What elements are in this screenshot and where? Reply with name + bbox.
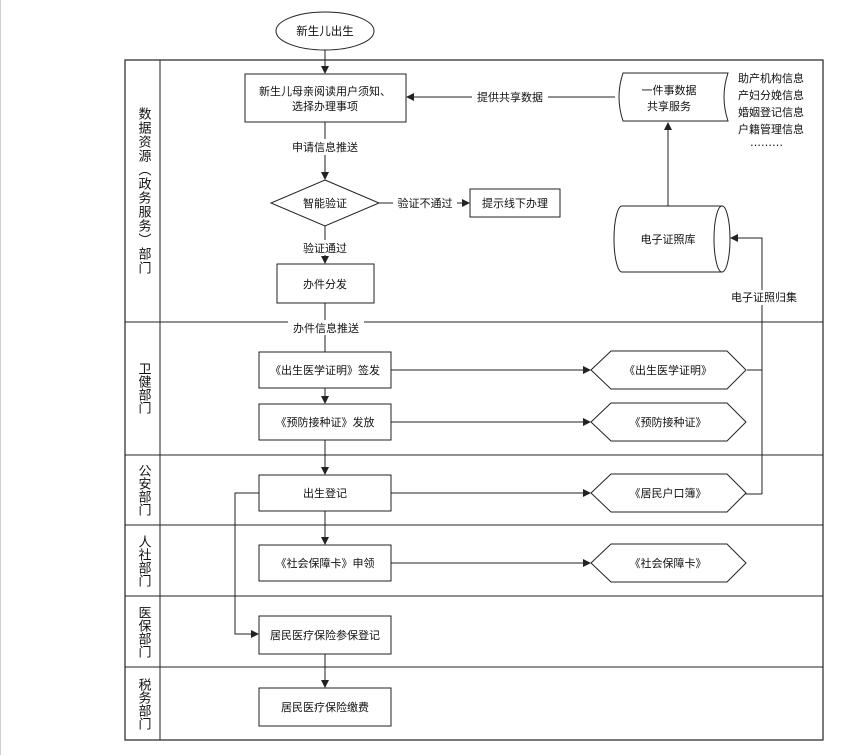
data-source-0: 助产机构信息 bbox=[738, 71, 804, 85]
social-card-output-label: 《社会保障卡》 bbox=[630, 556, 707, 570]
one-thing-share-box: 一件事数据 共享服务 bbox=[618, 72, 729, 122]
vaccine-output-label: 《预防接种证》 bbox=[630, 415, 707, 429]
lane-label-health: 卫健部门 bbox=[136, 362, 152, 414]
read-notice-box: 新生儿母亲阅读用户须知、 选择办理事项 bbox=[244, 73, 407, 123]
med-insurance-register-box: 居民医疗保险参保登记 bbox=[258, 615, 392, 655]
edge-register-medins bbox=[234, 492, 259, 638]
birth-cert-output-label: 《出生医学证明》 bbox=[624, 363, 712, 377]
edge-label-case-push: 办件信息推送 bbox=[293, 321, 359, 335]
birth-cert-issue-label: 《出生医学证明》签发 bbox=[270, 363, 380, 377]
dispatch-box: 办件分发 bbox=[276, 263, 375, 304]
social-card-apply-label: 《社会保障卡》申领 bbox=[276, 556, 375, 570]
data-source-list: 助产机构信息 产妇分娩信息 婚姻登记信息 户籍管理信息 ……… bbox=[738, 71, 804, 149]
offline-label: 提示线下办理 bbox=[482, 196, 548, 210]
birth-cert-issue-box: 《出生医学证明》签发 bbox=[258, 351, 392, 389]
social-card-output: 《社会保障卡》 bbox=[590, 543, 747, 583]
read-notice-line2: 选择办理事项 bbox=[292, 99, 358, 113]
edge-label-fail: 验证不通过 bbox=[398, 196, 453, 210]
edge-label-pass: 验证通过 bbox=[303, 241, 347, 255]
vaccine-output: 《预防接种证》 bbox=[590, 402, 747, 442]
lane-label-hr: 人社部门 bbox=[136, 535, 152, 587]
dispatch-label: 办件分发 bbox=[303, 277, 347, 291]
household-book-output: 《居民户口簿》 bbox=[590, 473, 747, 513]
cert-library-cylinder: 电子证照库 bbox=[613, 205, 731, 273]
med-insurance-register-label: 居民医疗保险参保登记 bbox=[270, 628, 380, 642]
lane-label-data: 数据资源（政务服务）部门 bbox=[136, 107, 152, 275]
page-edge bbox=[0, 0, 1, 755]
swimlane-frame bbox=[124, 59, 824, 741]
lane-label-police: 公安部门 bbox=[136, 464, 152, 516]
vaccine-issue-box: 《预防接种证》发放 bbox=[258, 403, 392, 441]
data-source-2: 婚姻登记信息 bbox=[738, 105, 804, 119]
med-insurance-pay-label: 居民医疗保险缴费 bbox=[281, 700, 369, 714]
social-card-apply-box: 《社会保障卡》申领 bbox=[258, 544, 392, 582]
birth-cert-output: 《出生医学证明》 bbox=[590, 350, 747, 390]
verify-label: 智能验证 bbox=[303, 196, 347, 210]
med-insurance-pay-box: 居民医疗保险缴费 bbox=[258, 687, 392, 727]
vaccine-issue-label: 《预防接种证》发放 bbox=[276, 415, 375, 429]
data-source-3: 户籍管理信息 bbox=[738, 122, 804, 136]
cert-library-label: 电子证照库 bbox=[641, 233, 696, 246]
one-thing-line1: 一件事数据 bbox=[642, 83, 697, 97]
one-thing-line2: 共享服务 bbox=[647, 99, 691, 113]
household-book-output-label: 《居民户口簿》 bbox=[630, 486, 707, 500]
start-node: 新生儿出生 bbox=[275, 11, 375, 51]
edge-label-share-data: 提供共享数据 bbox=[477, 90, 543, 104]
birth-register-label: 出生登记 bbox=[303, 486, 347, 500]
data-source-1: 产妇分娩信息 bbox=[738, 88, 804, 102]
edge-label-archive: 电子证照归集 bbox=[731, 290, 797, 304]
lane-label-tax: 税务部门 bbox=[136, 678, 152, 730]
data-source-4: ……… bbox=[750, 136, 783, 149]
verify-diamond: 智能验证 bbox=[269, 179, 381, 227]
read-notice-line1: 新生儿母亲阅读用户须知、 bbox=[259, 84, 391, 98]
birth-register-box: 出生登记 bbox=[258, 474, 392, 512]
lane-label-medins: 医保部门 bbox=[136, 606, 152, 658]
edge-label-apply-push: 申请信息推送 bbox=[292, 140, 358, 154]
start-label: 新生儿出生 bbox=[296, 24, 354, 38]
offline-box: 提示线下办理 bbox=[469, 188, 561, 218]
